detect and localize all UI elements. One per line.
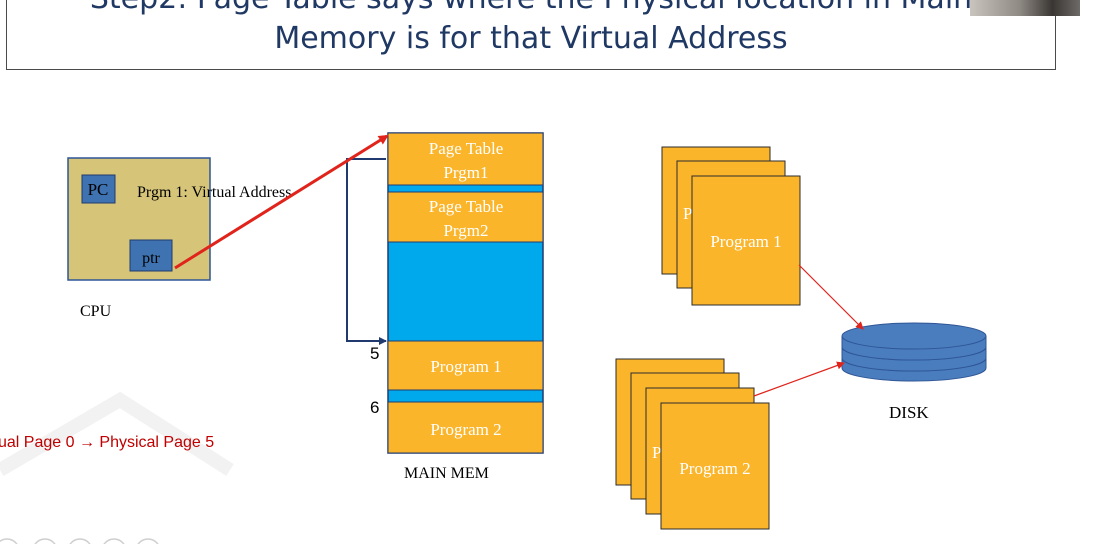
virtual-to-physical-mapping-note: ual Page 0 → Physical Page 5	[0, 434, 214, 451]
page-table-prgm2-line2: Prgm2	[443, 221, 488, 240]
background-decoration	[0, 391, 234, 477]
program1-to-disk-arrow	[798, 264, 864, 330]
disk-program-stack-1: P Program 1	[661, 146, 801, 306]
mem-program-2-label: Program 2	[430, 420, 501, 439]
disk-program-stack-2: P Program 2	[615, 358, 770, 530]
mem-program-1-label: Program 1	[430, 357, 501, 376]
page-table-prgm1-line2: Prgm1	[443, 163, 488, 182]
nav-circle-icon[interactable]	[0, 538, 19, 544]
page-table-prgm2	[387, 191, 544, 243]
program2-to-disk-arrow	[753, 361, 845, 397]
nav-circle-icon[interactable]	[136, 538, 160, 544]
cpu-caption: CPU	[80, 303, 112, 320]
nav-circle-icon[interactable]	[33, 538, 57, 544]
cpu-block: PC ptr Prgm 1: Virtual Address CPU	[67, 157, 291, 320]
ptr-to-page-table-arrow	[174, 134, 389, 270]
disk-icon	[841, 322, 987, 382]
ptr-register	[129, 239, 173, 272]
main-memory-column	[387, 132, 544, 454]
page-table-prgm1-line1: Page Table	[429, 139, 504, 158]
disk-caption: DISK	[889, 403, 929, 422]
stack1-partial-letter: P	[683, 204, 692, 223]
stack2-page-front	[660, 402, 770, 530]
nav-circle-icon[interactable]	[68, 538, 92, 544]
page-table-lookup-arrow	[346, 158, 387, 345]
main-memory-caption: MAIN MEM	[404, 465, 489, 482]
mem-program-1	[387, 340, 544, 391]
slide-title-line-1: Step2: Page Table says where the Physica…	[7, 0, 1055, 16]
main-memory: Page Table Prgm1 Page Table Prgm2 Progra…	[370, 132, 544, 482]
title-box: Step2: Page Table says where the Physica…	[6, 0, 1056, 70]
mem-program-2	[387, 401, 544, 454]
pc-register	[81, 174, 116, 204]
ptr-label: ptr	[142, 250, 160, 267]
nav-circle-icon[interactable]	[102, 538, 126, 544]
pc-label: PC	[88, 180, 109, 199]
slide-navigation-controls[interactable]	[0, 538, 160, 544]
physical-page-index-6: 6	[370, 398, 379, 417]
page-table-prgm1	[387, 132, 544, 186]
page-table-prgm2-line1: Page Table	[429, 197, 504, 216]
stack2-partial-letter: P	[652, 443, 661, 462]
stack1-program-label: Program 1	[710, 232, 781, 251]
physical-page-index-5: 5	[370, 344, 379, 363]
virtual-address-label: Prgm 1: Virtual Address	[137, 184, 291, 201]
stack2-program-label: Program 2	[679, 459, 750, 478]
slide-title-line-2: Memory is for that Virtual Address	[274, 21, 788, 56]
stack1-page-front	[691, 175, 801, 306]
presenter-video-thumbnail	[970, 0, 1080, 16]
